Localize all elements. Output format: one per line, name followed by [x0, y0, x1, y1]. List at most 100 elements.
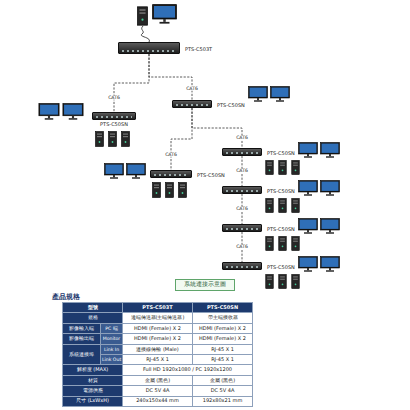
spec-key: Monitor [101, 334, 123, 344]
port-strip [226, 190, 258, 192]
spec-value: Full HD 1920x1080 / PC 1920x1200 [123, 365, 253, 375]
computer-icon [292, 160, 300, 174]
device-label: PTS-C50SN [266, 265, 296, 270]
section-heading: 產品規格 [52, 292, 80, 302]
spec-value: DC 5V 4A [123, 386, 193, 396]
extender-device: PTS-C50SN [222, 262, 262, 270]
cat6-link [149, 54, 192, 100]
cable-label: CAT6 [235, 207, 249, 212]
workstations [39, 87, 340, 289]
spec-row: 影像輸出端MonitorHDMI (Female) X 2HDMI (Femal… [63, 334, 253, 344]
hdmi-cable [141, 26, 149, 42]
spec-key: 型號 [63, 303, 123, 313]
monitor-icon [299, 181, 318, 196]
extender-device: PTS-C503T [118, 42, 180, 54]
computer-icon [266, 236, 274, 250]
spec-value: 240x150x44 mm [123, 396, 193, 406]
device-label: PTS-C50SN [99, 122, 129, 127]
spec-row: 系統連接埠Link In連接線傳輸 (Male)RJ-45 X 1 [63, 344, 253, 354]
spec-row: 型號PTS-C503TPTS-C50SN [63, 303, 253, 313]
port-strip [96, 116, 132, 118]
cable-label: CAT6 [185, 86, 199, 91]
spec-key: 尺寸 (LxWxH) [63, 396, 123, 406]
port-strip [122, 50, 176, 52]
monitor-icon [321, 219, 340, 234]
computer-icon [266, 160, 274, 174]
monitor-icon [63, 104, 83, 120]
spec-value: 連接線傳輸 (Male) [123, 344, 193, 354]
monitor-icon [271, 87, 290, 102]
device-label: PTS-C50SN [266, 189, 296, 194]
port-strip [176, 104, 208, 106]
cat6-link [114, 54, 149, 112]
monitor-icon [39, 104, 59, 120]
spec-value: 金屬 (黑色) [193, 375, 253, 385]
port-strip [154, 174, 188, 176]
device-label: PTS-C503T [184, 47, 213, 52]
cable-label: CAT6 [235, 136, 249, 141]
computer-icon [266, 274, 274, 288]
extender-device: PTS-C50SN [222, 148, 262, 156]
spec-key: Link In [101, 344, 123, 354]
spec-value: HDMI (Female) X 2 [123, 334, 193, 344]
computer-icon [166, 183, 174, 198]
spec-key: 電源供應 [63, 386, 123, 396]
monitor-icon [299, 257, 318, 272]
spec-key: Link Out [101, 354, 123, 364]
computer-icon [109, 132, 117, 147]
extender-device: PTS-C50SN [222, 186, 262, 194]
spec-key: PTS-C503T [123, 303, 193, 313]
computer-icon [153, 183, 161, 198]
cable-label: CAT6 [235, 169, 249, 174]
monitor-icon [127, 164, 146, 179]
monitor-icon [321, 143, 340, 158]
spec-value: RJ-45 X 1 [193, 354, 253, 364]
spec-row: 規格遠端傳送器(主端傳送器)帶主端接收器 [63, 313, 253, 323]
port-strip [226, 152, 258, 154]
monitor-icon [299, 143, 318, 158]
spec-key: 解析度 (MAX) [63, 365, 123, 375]
spec-value: RJ-45 X 1 [123, 354, 193, 364]
computer-icon [266, 198, 274, 212]
spec-value: 金屬 (黑色) [123, 375, 193, 385]
spec-row: 尺寸 (LxWxH)240x150x44 mm192x80x21 mm [63, 396, 253, 406]
spec-table: 型號PTS-C503TPTS-C50SN規格遠端傳送器(主端傳送器)帶主端接收器… [62, 302, 253, 407]
cable-label: CAT6 [235, 245, 249, 250]
computer-icon [279, 160, 287, 174]
extender-device: PTS-C50SN [92, 112, 136, 120]
computer-icon [279, 274, 287, 288]
spec-value: HDMI (Female) X 2 [193, 323, 253, 333]
spec-value: HDMI (Female) X 2 [193, 334, 253, 344]
cable-label: CAT6 [164, 152, 178, 157]
monitor-icon [321, 181, 340, 196]
spec-key: PC 端 [101, 323, 123, 333]
spec-value: 192x80x21 mm [193, 396, 253, 406]
spec-value: RJ-45 X 1 [193, 344, 253, 354]
monitor-icon [299, 219, 318, 234]
device-label: PTS-C50SN [266, 151, 296, 156]
spec-value: 帶主端接收器 [193, 313, 253, 323]
extender-device: PTS-C50SN [172, 100, 212, 108]
port-strip [226, 228, 258, 230]
monitor-icon [105, 164, 124, 179]
spec-row: 材質金屬 (黑色)金屬 (黑色) [63, 375, 253, 385]
device-label: PTS-C50SN [196, 173, 226, 178]
computer-icon [292, 236, 300, 250]
monitor-icon [249, 87, 268, 102]
spec-key: 規格 [63, 313, 123, 323]
device-label: PTS-C50SN [216, 103, 246, 108]
spec-value: HDMI (Female) X 2 [123, 323, 193, 333]
spec-row: 解析度 (MAX)Full HD 1920x1080 / PC 1920x120… [63, 365, 253, 375]
source-pc [138, 5, 177, 26]
computer-icon [279, 198, 287, 212]
cable-label: CAT6 [107, 95, 121, 100]
extender-device: PTS-C50SN [150, 170, 192, 178]
computer-icon [122, 132, 130, 147]
spec-value: DC 5V 4A [193, 386, 253, 396]
cat6-link [171, 108, 192, 170]
monitor-icon [321, 257, 340, 272]
spec-key: 影像輸出端 [63, 334, 101, 344]
spec-key: PTS-C50SN [193, 303, 253, 313]
port-strip [226, 266, 258, 268]
